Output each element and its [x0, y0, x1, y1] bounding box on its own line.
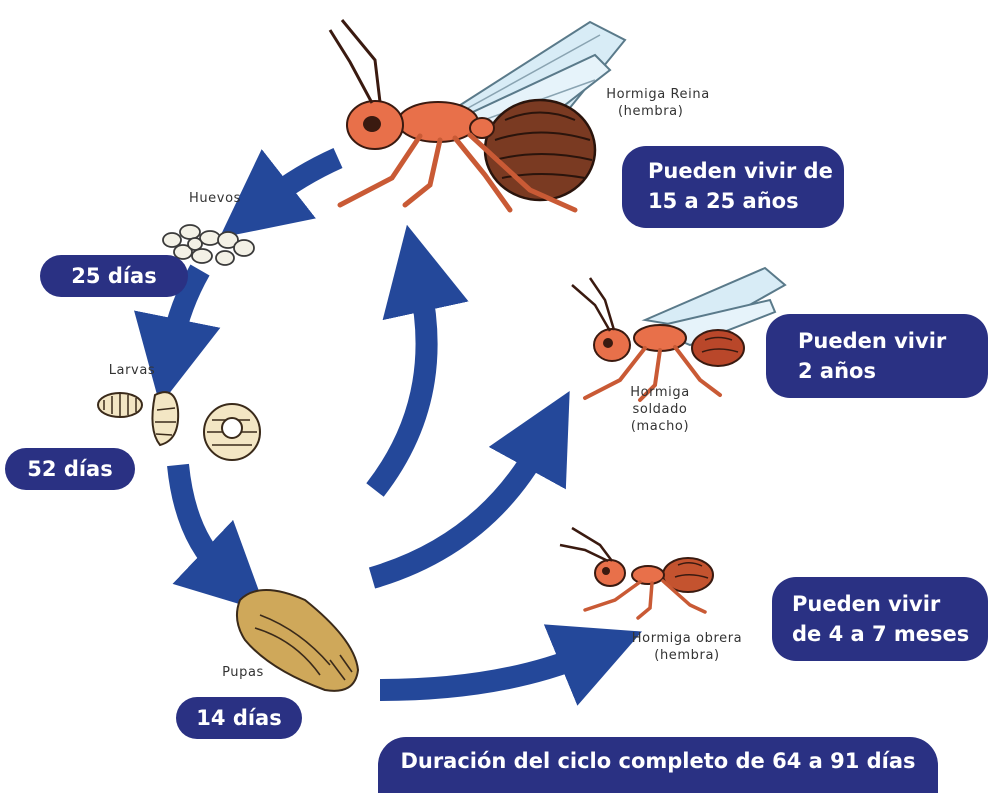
soldier-lifespan-box: Pueden vivir 2 años [766, 314, 988, 398]
pupae-label-text: Pupas [222, 665, 264, 680]
soldier-caption-line3: (macho) [630, 419, 690, 434]
duration-pupae-badge: 14 días [176, 697, 302, 739]
soldier-caption-line2: soldado [632, 402, 688, 417]
arrow-center-to-queen [366, 224, 469, 497]
worker-lifespan-box: Pueden vivir de 4 a 7 meses [772, 577, 988, 661]
duration-larvae-badge: 52 días [5, 448, 135, 490]
queen-lifespan-line2: 15 a 25 años [648, 189, 799, 213]
duration-pupae-text: 14 días [196, 706, 282, 730]
eggs-label: Huevos [170, 190, 260, 207]
queen-caption: Hormiga Reina (hembra) [588, 86, 728, 120]
queen-lifespan-box: Pueden vivir de 15 a 25 años [622, 146, 844, 228]
duration-larvae-text: 52 días [27, 457, 113, 481]
larvae-label-text: Larvas [108, 363, 156, 378]
pupae-label: Pupas [203, 664, 283, 681]
larvae-illustration [97, 391, 261, 461]
eggs-illustration [162, 224, 255, 266]
pupa-illustration [235, 589, 360, 692]
arrow-eggs-to-larvae [134, 264, 221, 406]
soldier-lifespan-line1: Pueden vivir [798, 329, 947, 353]
worker-ant-illustration [559, 526, 714, 620]
worker-lifespan-line2: de 4 a 7 meses [792, 622, 970, 646]
worker-caption: Hormiga obrera (hembra) [612, 630, 762, 664]
arrow-pupae-to-worker [379, 624, 642, 706]
arrow-larvae-to-pupae [167, 463, 267, 613]
worker-caption-line2: (hembra) [654, 648, 720, 663]
soldier-caption: Hormiga soldado (macho) [610, 384, 710, 435]
cycle-duration-text: Duración del ciclo completo de 64 a 91 d… [400, 749, 916, 773]
larvae-label: Larvas [92, 362, 172, 379]
eggs-label-text: Huevos [188, 191, 242, 206]
arrow-pupae-to-soldier [368, 391, 570, 589]
cycle-arrows [134, 147, 642, 706]
soldier-lifespan-line2: 2 años [798, 359, 876, 383]
worker-caption-line1: Hormiga obrera [631, 631, 743, 646]
arrow-queen-to-eggs [219, 147, 343, 238]
queen-lifespan-line1: Pueden vivir de [648, 159, 833, 183]
queen-ant-illustration [328, 19, 627, 213]
soldier-caption-line1: Hormiga [630, 385, 690, 400]
queen-caption-line2: (hembra) [618, 104, 684, 119]
queen-caption-line1: Hormiga Reina [606, 87, 710, 102]
cycle-duration-banner: Duración del ciclo completo de 64 a 91 d… [378, 737, 938, 793]
duration-eggs-badge: 25 días [40, 255, 188, 297]
worker-lifespan-line1: Pueden vivir [792, 592, 941, 616]
soldier-ant-illustration [571, 266, 787, 402]
duration-eggs-text: 25 días [71, 264, 157, 288]
